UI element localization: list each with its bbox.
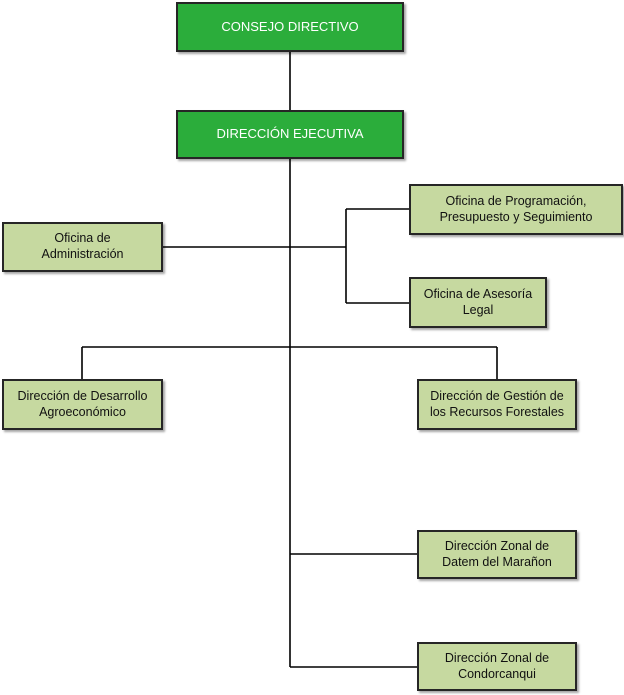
oficina-programacion-line-2: Presupuesto y Seguimiento [439, 209, 593, 224]
direccion-gestion-line-2: los Recursos Forestales [429, 404, 565, 419]
direccion-ejecutiva-label: DIRECCIÓN EJECUTIVA [216, 126, 364, 142]
direccion-condorcanqui-box: Dirección Zonal de Condorcanqui [417, 642, 577, 691]
oficina-administracion-line-1: Oficina de [54, 231, 111, 246]
direccion-datem-box: Dirección Zonal de Datem del Marañon [417, 530, 577, 579]
direccion-ejecutiva-box: DIRECCIÓN EJECUTIVA [176, 110, 404, 159]
oficina-administracion-line-2: Administración [41, 247, 124, 261]
direccion-datem-line-2: Datem del Marañon [442, 554, 552, 569]
oficina-programacion-box: Oficina de Programación, Presupuesto y S… [409, 184, 623, 235]
direccion-condorcanqui-line-1: Dirección Zonal de [444, 650, 550, 665]
direccion-desarrollo-line-2: Agroeconómico [39, 404, 126, 419]
direccion-desarrollo-line-1: Dirección de Desarrollo [17, 388, 148, 403]
oficina-administracion-box: Oficina de Administración [2, 222, 163, 272]
consejo-directivo-label: CONSEJO DIRECTIVO [221, 18, 359, 34]
direccion-condorcanqui-line-2: Condorcanqui [458, 666, 536, 681]
oficina-asesoria-line-1: Oficina de Asesoría [423, 286, 533, 301]
consejo-directivo-box: CONSEJO DIRECTIVO [176, 2, 404, 52]
direccion-datem-line-1: Dirección Zonal de [444, 538, 550, 553]
direccion-gestion-box: Dirección de Gestión de los Recursos For… [417, 379, 577, 430]
oficina-programacion-line-1: Oficina de Programación, [445, 193, 587, 208]
oficina-asesoria-line-2: Legal [462, 302, 494, 317]
oficina-asesoria-box: Oficina de Asesoría Legal [409, 277, 547, 328]
direccion-desarrollo-box: Dirección de Desarrollo Agroeconómico [2, 379, 163, 430]
direccion-gestion-line-1: Dirección de Gestión de [430, 388, 564, 403]
